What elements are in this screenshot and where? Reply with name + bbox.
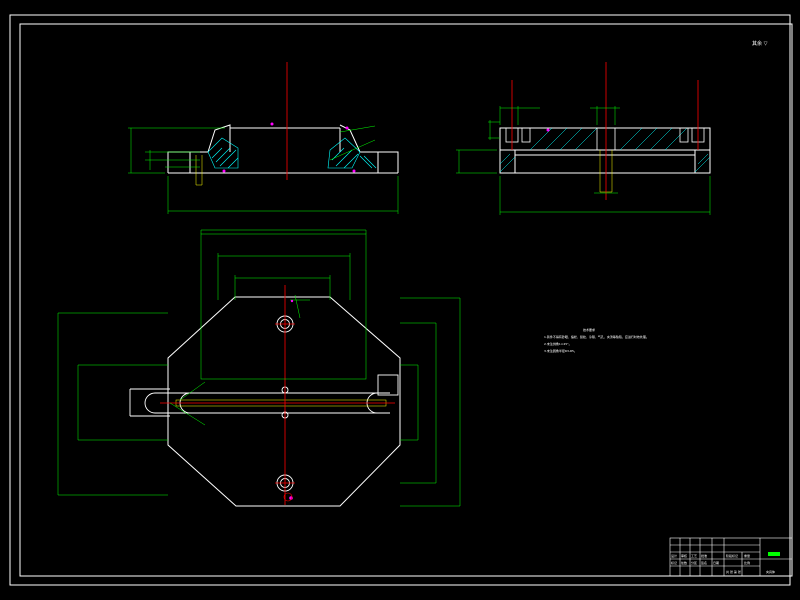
title-label-design: 设计	[671, 553, 677, 558]
note-2: 2.未注倒角1×45°。	[544, 341, 572, 346]
title-drawing-no: 夹具体	[766, 569, 775, 574]
front-view-outline	[167, 124, 399, 174]
title-label-process: 工艺	[691, 553, 697, 558]
title-block-logo	[768, 552, 780, 556]
front-view-hatch	[207, 137, 377, 169]
section-view-outline	[499, 127, 711, 174]
section-view-dimensions	[456, 106, 711, 215]
title-weight: 重量	[744, 553, 750, 558]
roughness-text: 其余 ▽	[752, 40, 768, 47]
section-view-hatch	[499, 127, 711, 173]
section-view-marker	[546, 128, 550, 132]
title-label-review: 审核	[681, 553, 687, 558]
title-block: 设计 审核 工艺 批准 标记 处数 分区 签名 日期 阶段标记 重量 比例 共 …	[669, 537, 793, 577]
title-scale: 比例	[744, 560, 750, 565]
title-label-approve: 批准	[701, 553, 707, 558]
section-view	[456, 62, 711, 215]
title-label-zone: 分区	[691, 560, 697, 565]
plan-view	[57, 229, 461, 507]
plan-view-slot	[129, 374, 399, 417]
title-label-mark: 标记	[671, 560, 677, 565]
plan-view-datum-circle	[283, 492, 293, 502]
note-3: 3.未注圆角半径R3-R5。	[544, 348, 577, 353]
section-view-holes	[505, 127, 705, 151]
plan-view-centerlines	[160, 285, 395, 505]
plan-view-outline	[167, 296, 401, 507]
title-label-date: 日期	[713, 560, 719, 565]
note-1: 1.铸件不得有砂眼、缩松、裂纹、冷隔、气孔、夹渣等缺陷，应进行时效处理。	[544, 334, 649, 339]
plan-view-dimensions	[57, 229, 461, 507]
technical-notes: 技术要求 1.铸件不得有砂眼、缩松、裂纹、冷隔、气孔、夹渣等缺陷，应进行时效处理…	[544, 327, 649, 353]
front-view	[128, 62, 399, 214]
front-view-markers	[222, 122, 356, 173]
title-label-sign: 签名	[701, 560, 707, 565]
title-label-count: 处数	[681, 560, 687, 565]
front-view-hidden-lines	[195, 155, 203, 186]
drawing-frame	[9, 14, 793, 586]
surface-roughness-note: 其余 ▽	[752, 40, 768, 47]
front-view-dimensions	[128, 125, 399, 214]
section-view-centerlines	[511, 62, 699, 200]
title-stage: 阶段标记	[726, 553, 738, 558]
title-sheet: 共 张 第 张	[726, 569, 741, 574]
notes-title: 技术要求	[583, 327, 595, 332]
